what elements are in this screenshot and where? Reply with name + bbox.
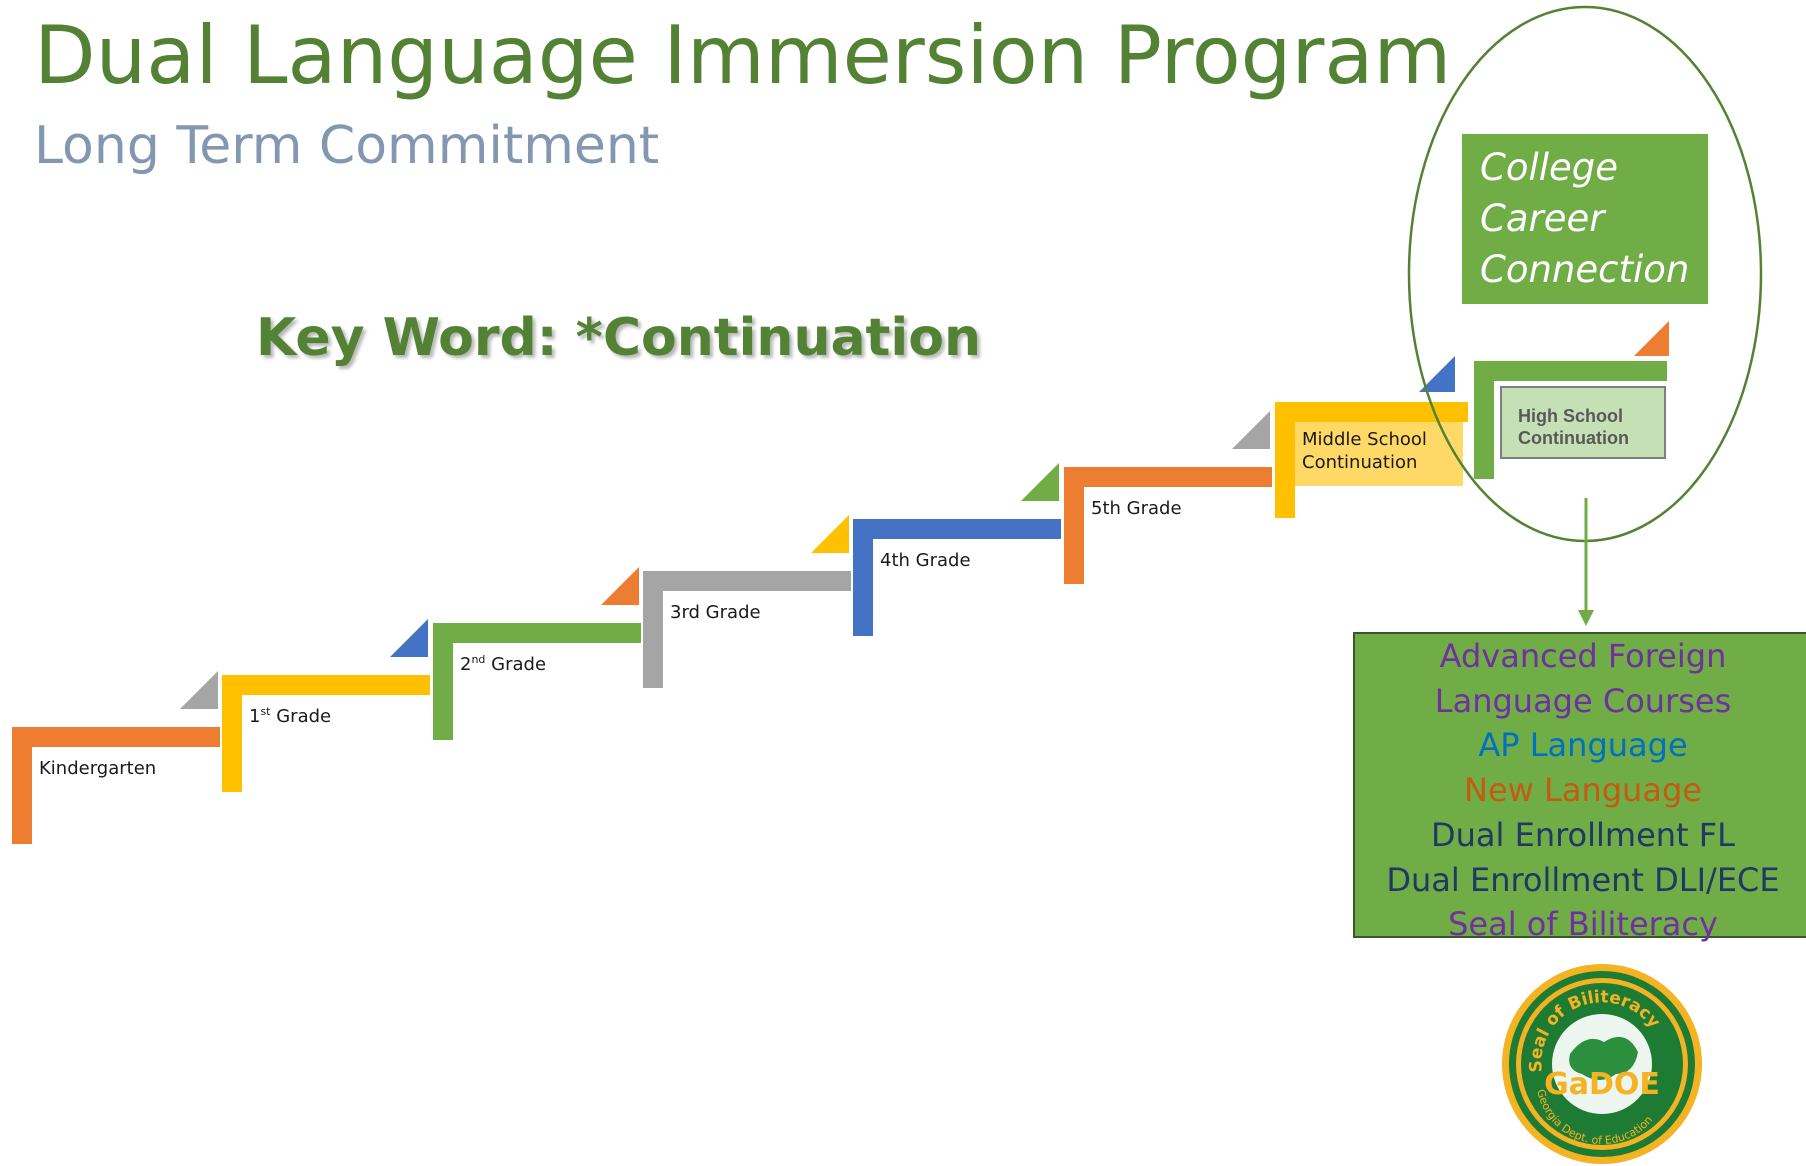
step-label-middle-school: Middle School Continuation <box>1302 429 1427 474</box>
ccc-line-connection: Connection <box>1480 248 1690 291</box>
options-box: Advanced Foreign Language Courses AP Lan… <box>1353 632 1806 943</box>
page-title: Dual Language Immersion Program <box>34 9 1452 102</box>
page-subtitle: Long Term Commitment <box>34 116 660 176</box>
step-bar-horizontal <box>643 571 851 591</box>
option-new-language: New Language <box>1464 771 1702 810</box>
middle-school-fill <box>1295 422 1463 486</box>
step-label-high-school: High School Continuation <box>1518 406 1629 448</box>
step-label-1st-grade: 1st Grade <box>249 705 332 727</box>
option-dual-enrollment-dli-ece: Dual Enrollment DLI/ECE <box>1386 860 1780 899</box>
step-label-4th-grade: 4th Grade <box>880 550 971 571</box>
option-seal-of-biliteracy: Seal of Biliteracy <box>1448 905 1718 944</box>
step-bar-horizontal <box>12 727 220 747</box>
step-bar-horizontal <box>853 519 1061 539</box>
option-dual-enrollment-fl: Dual Enrollment FL <box>1431 815 1735 854</box>
seal-center-text: GaDOE <box>1544 1067 1660 1102</box>
step-bar-vertical <box>853 519 873 636</box>
step-label-5th-grade: 5th Grade <box>1091 498 1182 519</box>
key-word-heading: Key Word: *Continuation <box>256 308 981 368</box>
step-bar-vertical <box>433 623 453 740</box>
highlight-circle <box>1407 5 1763 543</box>
step-bar-horizontal <box>433 623 641 643</box>
step-bar-vertical <box>1064 467 1084 584</box>
ccc-line-career: Career <box>1480 197 1605 240</box>
option-language-courses: Language Courses <box>1434 681 1732 720</box>
step-bar-horizontal <box>1064 467 1272 487</box>
option-advanced-foreign: Advanced Foreign <box>1439 637 1727 675</box>
step-bar-vertical <box>222 675 242 792</box>
arrow-head <box>1578 610 1594 626</box>
step-bar-vertical <box>12 727 32 844</box>
step-label-2nd-grade: 2nd Grade <box>460 653 547 675</box>
ccc-line-college: College <box>1480 146 1619 189</box>
step-bar-vertical <box>1474 361 1494 479</box>
high-school-box <box>1500 386 1666 459</box>
step-bar-vertical <box>643 571 663 688</box>
step-bar-horizontal <box>1275 402 1468 422</box>
step-label-kindergarten: Kindergarten <box>39 758 157 779</box>
step-label-3rd-grade: 3rd Grade <box>670 602 761 623</box>
college-career-connection-box: College Career Connection <box>1462 134 1708 304</box>
step-bar-vertical <box>1275 402 1295 518</box>
step-bar-horizontal <box>222 675 430 695</box>
seal-of-biliteracy-logo: Seal of Biliteracy GaDOE Georgia Dept. o… <box>1502 964 1702 1164</box>
option-ap-language: AP Language <box>1478 726 1688 765</box>
step-bar-horizontal <box>1474 361 1667 381</box>
